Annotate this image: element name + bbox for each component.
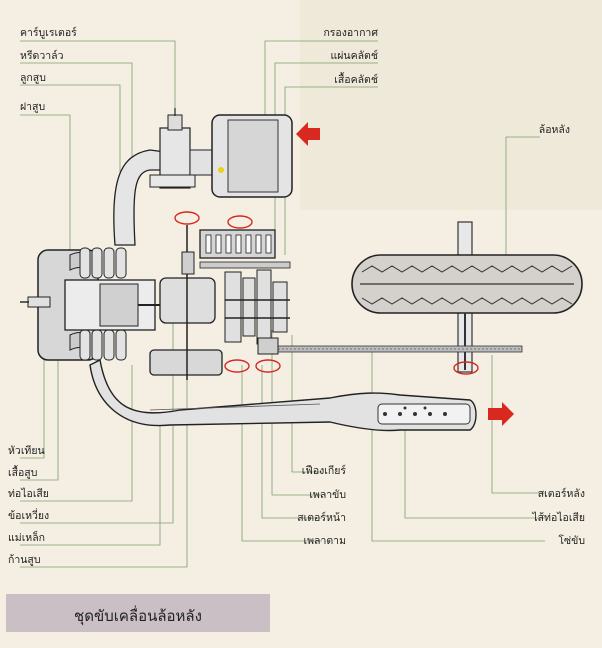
rotation-arrows — [174, 211, 479, 375]
crankcase — [149, 225, 223, 380]
label-clutch-plate: แผ่นคลัตช์ — [330, 50, 378, 62]
label-reed-valve: หรีดวาล์ว — [20, 50, 64, 62]
label-rear-wheel: ล้อหลัง — [538, 124, 570, 136]
caption-box: ชุดขับเคลื่อนล้อหลัง — [6, 594, 270, 632]
label-front-sprocket: สเตอร์หน้า — [297, 512, 346, 524]
rear-wheel — [351, 221, 583, 373]
drive-chain — [261, 345, 523, 353]
label-chain: โซ่ขับ — [558, 535, 585, 547]
label-magneto: แม่เหล็ก — [8, 532, 45, 544]
label-piston: ลูกสูบ — [20, 72, 46, 84]
label-crank: ข้อเหวี่ยง — [8, 510, 50, 522]
label-rear-sprocket: สเตอร์หลัง — [537, 488, 585, 500]
engine-cylinder — [20, 247, 180, 361]
label-air-filter: กรองอากาศ — [323, 27, 378, 39]
label-cylinder-head: ฝาสูบ — [20, 101, 46, 113]
intake-system — [113, 108, 320, 246]
clutch-gearbox — [199, 229, 291, 355]
label-exhaust-pipe: ท่อไอเสีย — [8, 488, 49, 500]
label-drive-shaft: เพลาขับ — [309, 489, 346, 501]
label-carburetor: คาร์บูเรเตอร์ — [20, 27, 77, 39]
label-gear: เฟืองเกียร์ — [301, 465, 346, 477]
label-muffler-core: ไส้ท่อไอเสีย — [532, 512, 585, 524]
label-cylinder-block: เสื้อสูบ — [8, 467, 38, 479]
label-driven-shaft: เพลาตาม — [303, 535, 346, 547]
diagram-caption: ชุดขับเคลื่อนล้อหลัง — [74, 607, 202, 625]
label-con-rod: ก้านสูบ — [8, 554, 41, 566]
exhaust-system — [89, 358, 514, 432]
label-spark-plug: หัวเทียน — [8, 445, 45, 457]
label-clutch-housing: เสื้อคลัตช์ — [334, 74, 378, 86]
